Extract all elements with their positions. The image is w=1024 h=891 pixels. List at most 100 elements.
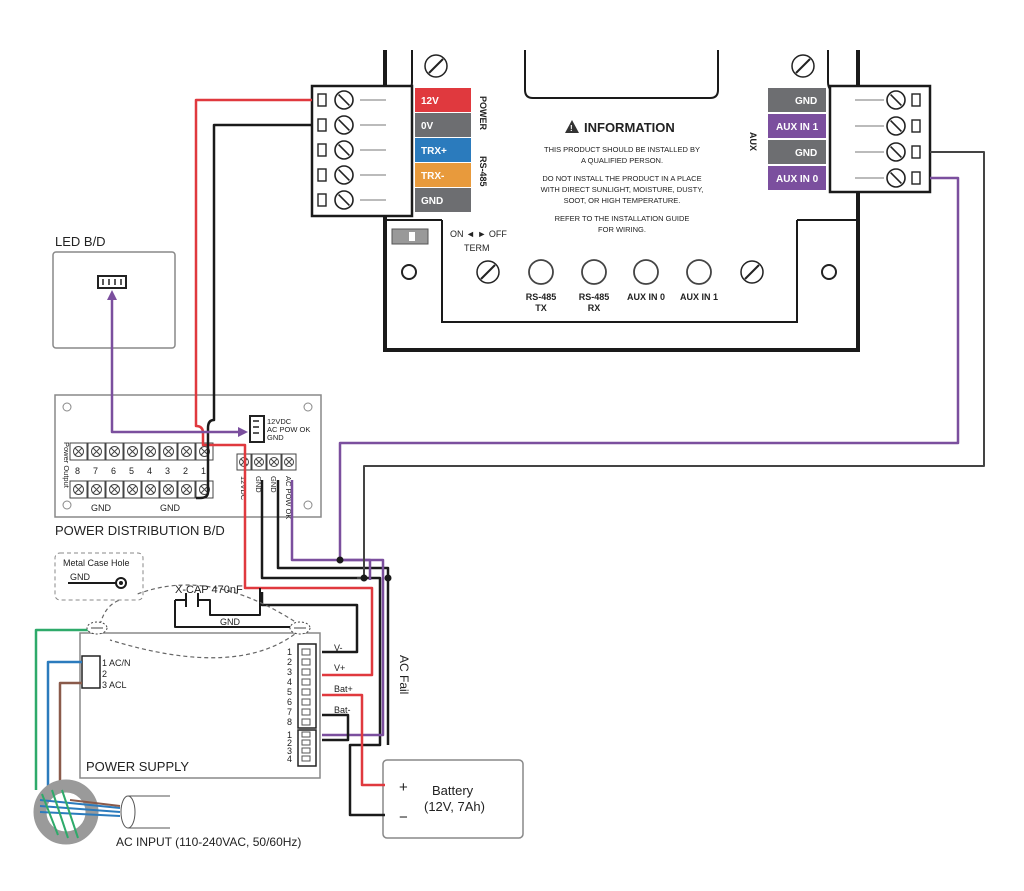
ps-pin-number: 2 (287, 657, 292, 667)
metal-case-title: Metal Case Hole (63, 558, 130, 568)
right-terminal-labels: GND AUX IN 1 GND AUX IN 0 (768, 88, 826, 190)
pd-output-number: 4 (147, 466, 152, 476)
terminal-label-12v: 12V (415, 88, 471, 112)
xcap-label: X-CAP 470nF (175, 584, 243, 596)
svg-text:TRX-: TRX- (421, 171, 444, 182)
svg-text:AUX IN 1: AUX IN 1 (776, 122, 819, 133)
pd-output-number: 2 (183, 466, 188, 476)
terminal-label-trx: TRX- (415, 163, 471, 187)
mount-hole (401, 264, 417, 280)
ps-label-vminus: V- (334, 643, 343, 653)
ps-pin-number: 5 (287, 687, 292, 697)
ps-pin-number: 3 (287, 746, 292, 756)
ps-pin-number: 6 (287, 697, 292, 707)
left-terminal-block (310, 84, 414, 218)
info-line: SOOT, OR HIGH TEMPERATURE. (564, 196, 681, 205)
svg-text:12V: 12V (421, 96, 439, 107)
battery-minus: − (399, 809, 408, 826)
ps-pin-number: 1 (287, 730, 292, 740)
screw-icon (791, 54, 815, 78)
term-label: TERM (464, 243, 490, 253)
pd-connector-label-2: AC POW OK (267, 425, 310, 434)
terminal-label-auxin1: AUX IN 1 (768, 114, 826, 138)
power-supply: POWER SUPPLY 1 AC/N 2 3 ACL 123456781234… (79, 632, 353, 779)
gnd-wire-label: GND (220, 617, 241, 627)
battery-plus: + (399, 779, 408, 796)
svg-text:AUX IN 0: AUX IN 0 (776, 174, 819, 185)
screw-icon (740, 260, 764, 284)
battery-title: Battery (432, 783, 474, 798)
pd-output-number: 1 (201, 466, 206, 476)
battery: + − Battery (12V, 7Ah) (382, 759, 524, 839)
ps-pin-number: 3 (287, 667, 292, 677)
pd-connector (249, 415, 265, 443)
svg-text:GND: GND (421, 196, 443, 207)
ground-screw-icon (86, 621, 108, 635)
pd-connector-label-1: 12VDC (267, 417, 292, 426)
ps-pin-number: 7 (287, 707, 292, 717)
power-supply-title: POWER SUPPLY (86, 759, 189, 774)
pd-connector-label-3: GND (267, 433, 284, 442)
pd-terminal-label: 12VDC (239, 476, 248, 501)
status-led: AUX IN 1 (680, 259, 718, 302)
svg-text:RX: RX (588, 303, 601, 313)
terminal-label-0v: 0V (415, 113, 471, 137)
svg-text:GND: GND (795, 148, 817, 159)
ac-input-pin-3: 3 ACL (102, 680, 127, 690)
terminal-screw-icon (886, 168, 906, 188)
metal-case-gnd: GND (70, 572, 91, 582)
led-board-title: LED B/D (55, 234, 106, 249)
pd-output-number: 6 (111, 466, 116, 476)
right-terminal-block (828, 84, 932, 194)
svg-text:TX: TX (535, 303, 547, 313)
svg-text:AUX IN 1: AUX IN 1 (680, 292, 718, 302)
terminal-label-gnd: GND (768, 88, 826, 112)
ps-label-batplus: Bat+ (334, 684, 353, 694)
svg-text:RS-485: RS-485 (526, 292, 557, 302)
terminal-label-auxin0: AUX IN 0 (768, 166, 826, 190)
ground-screw-icon (289, 621, 311, 635)
mount-hole (821, 264, 837, 280)
terminal-screw-icon (886, 142, 906, 162)
ac-input-pin-1: 1 AC/N (102, 658, 131, 668)
ps-pin-number: 2 (287, 738, 292, 748)
battery-spec: (12V, 7Ah) (424, 799, 485, 814)
terminal-screw-icon (334, 90, 354, 110)
pd-output-number: 7 (93, 466, 98, 476)
terminal-label-gnd: GND (415, 188, 471, 212)
rs485-side-label: RS-485 (478, 156, 488, 187)
terminal-label-trx: TRX+ (415, 138, 471, 162)
ps-pin-number: 4 (287, 754, 292, 764)
pd-title: POWER DISTRIBUTION B/D (55, 523, 225, 538)
ps-pin-number: 4 (287, 677, 292, 687)
pd-terminal-label: GND (269, 476, 278, 493)
ac-fail-label: AC Fail (397, 655, 411, 694)
screw-icon (476, 260, 500, 284)
aux-side-label: AUX (748, 132, 758, 151)
info-line: FOR WIRING. (598, 225, 646, 234)
power-output-label: Power Output (62, 442, 71, 489)
info-line: A QUALIFIED PERSON. (581, 156, 663, 165)
info-line: DO NOT INSTALL THE PRODUCT IN A PLACE (542, 174, 701, 183)
terminal-label-gnd: GND (768, 140, 826, 164)
info-text: THIS PRODUCT SHOULD BE INSTALLED BY A QUA… (541, 145, 704, 234)
ps-pin-number: 1 (287, 647, 292, 657)
info-line: THIS PRODUCT SHOULD BE INSTALLED BY (544, 145, 700, 154)
led-board: LED B/D (52, 234, 176, 349)
screw-icon (424, 54, 448, 78)
svg-text:GND: GND (795, 96, 817, 107)
ac-input-pin-2: 2 (102, 669, 107, 679)
svg-text:RS-485: RS-485 (579, 292, 610, 302)
ps-label-batminus: Bat- (334, 705, 351, 715)
wires (34, 98, 985, 817)
gnd-label-left: GND (91, 503, 112, 513)
pd-terminal-label: GND (254, 476, 263, 493)
ps-label-vplus: V+ (334, 663, 345, 673)
info-line: WITH DIRECT SUNLIGHT, MOISTURE, DUSTY, (541, 185, 704, 194)
pd-output-number: 5 (129, 466, 134, 476)
terminal-screw-icon (334, 115, 354, 135)
terminal-screw-icon (334, 190, 354, 210)
